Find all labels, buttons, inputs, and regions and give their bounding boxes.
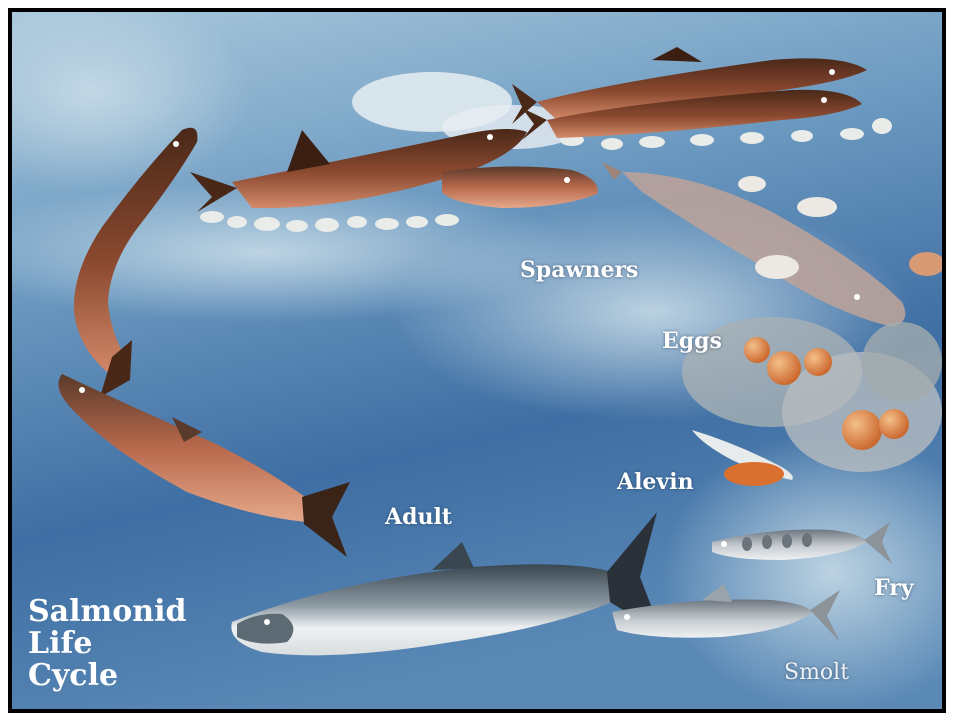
- fish-eye: [721, 541, 727, 547]
- label-eggs: Eggs: [662, 328, 722, 354]
- label-alevin: Alevin: [617, 469, 694, 495]
- label-fry: Fry: [874, 575, 914, 601]
- title-line: Cycle: [28, 660, 186, 692]
- fish-eye: [264, 619, 270, 625]
- label-adult: Adult: [385, 504, 452, 530]
- title-line: Life: [28, 628, 186, 660]
- fish-eye: [79, 387, 85, 393]
- label-spawners: Spawners: [520, 257, 638, 283]
- fish-eye: [487, 134, 493, 140]
- fish-eye: [821, 97, 827, 103]
- fish-eye: [173, 141, 179, 147]
- diagram-title: Salmonid Life Cycle: [28, 596, 186, 692]
- gravel-stone: [738, 176, 766, 192]
- title-line: Salmonid: [28, 596, 186, 628]
- fish-eye: [564, 177, 570, 183]
- alevin-yolk-sac: [724, 462, 784, 486]
- fish-eye: [829, 69, 835, 75]
- redd-stone: [862, 322, 942, 402]
- gravel-stone: [755, 255, 799, 279]
- fish-eye: [624, 614, 630, 620]
- life-cycle-illustration: Spawners Eggs Alevin Adult Fry Smolt Sal…: [12, 12, 942, 709]
- label-smolt: Smolt: [784, 660, 849, 685]
- fish-eye: [854, 294, 860, 300]
- gravel-stone: [797, 197, 837, 217]
